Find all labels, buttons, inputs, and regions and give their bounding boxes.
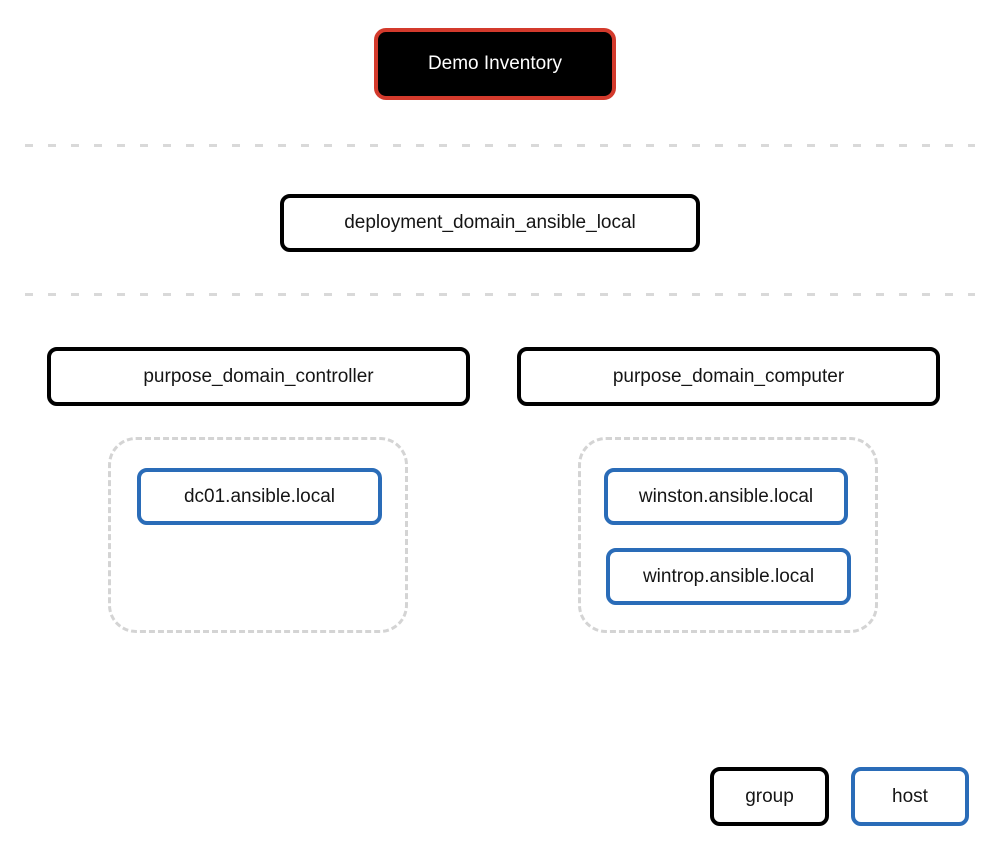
- host-node-label: wintrop.ansible.local: [642, 565, 815, 587]
- cluster-controller-hosts: [108, 437, 408, 633]
- host-node-label: dc01.ansible.local: [183, 485, 336, 507]
- host-node-dc01: dc01.ansible.local: [137, 468, 382, 525]
- group-node-purpose-controller: purpose_domain_controller: [47, 347, 470, 406]
- cluster-computer-hosts: [578, 437, 878, 633]
- host-node-label: winston.ansible.local: [638, 485, 814, 507]
- dashed-separator-top: [25, 144, 975, 147]
- group-node-deployment-domain: deployment_domain_ansible_local: [280, 194, 700, 252]
- inventory-root-label: Demo Inventory: [427, 53, 563, 74]
- group-node-label: purpose_domain_controller: [143, 365, 374, 387]
- group-node-label: deployment_domain_ansible_local: [344, 212, 636, 233]
- host-node-winston: winston.ansible.local: [604, 468, 848, 525]
- legend-group-label: group: [745, 785, 794, 807]
- group-node-purpose-computer: purpose_domain_computer: [517, 347, 940, 406]
- legend-group-swatch: group: [710, 767, 829, 826]
- dashed-separator-bottom: [25, 293, 975, 296]
- legend-host-swatch: host: [851, 767, 969, 826]
- host-node-wintrop: wintrop.ansible.local: [606, 548, 851, 605]
- group-node-label: purpose_domain_computer: [612, 365, 845, 387]
- legend-host-label: host: [892, 785, 928, 807]
- inventory-root-node: Demo Inventory: [374, 28, 616, 100]
